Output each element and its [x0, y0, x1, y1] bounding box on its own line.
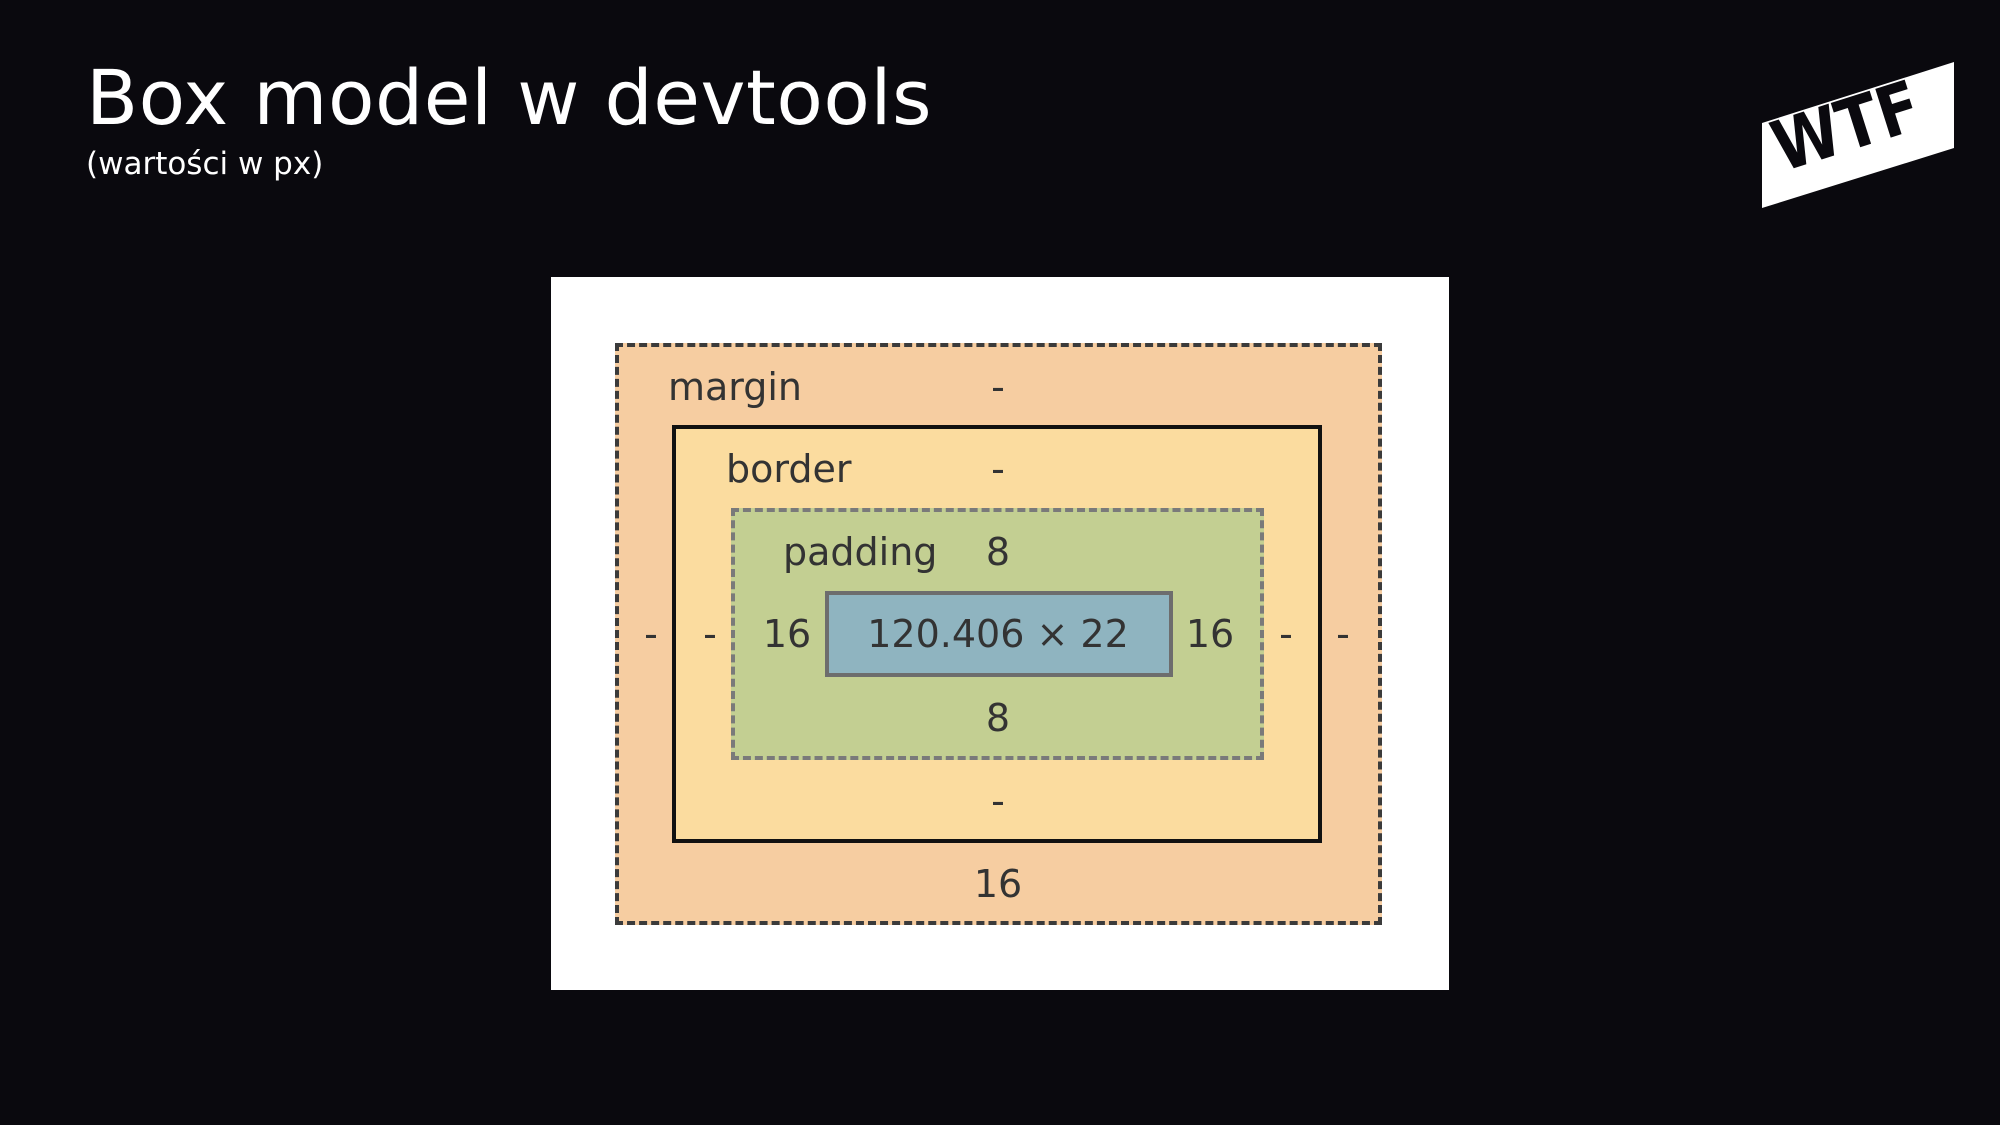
box-model-panel: margin - - - 16 border - - - - padding 8… [551, 277, 1449, 990]
padding-left-value: 16 [762, 612, 812, 656]
margin-top-value: - [991, 365, 1005, 409]
padding-right-value: 16 [1185, 612, 1235, 656]
margin-bottom-value: 16 [973, 862, 1023, 906]
border-label: border [726, 447, 852, 491]
margin-right-value: - [1336, 612, 1350, 656]
slide-title: Box model w devtools [86, 53, 933, 142]
border-right-value: - [1279, 612, 1293, 656]
padding-box [731, 508, 1264, 760]
wtf-logo: WTF [1762, 62, 1954, 208]
border-top-value: - [991, 447, 1005, 491]
margin-label: margin [668, 365, 803, 409]
margin-left-value: - [644, 612, 658, 656]
padding-top-value: 8 [985, 530, 1011, 574]
border-bottom-value: - [991, 779, 1005, 823]
padding-label: padding [783, 530, 938, 574]
content-size-value: 120.406 × 22 [867, 612, 1129, 656]
slide-subtitle: (wartości w px) [86, 146, 324, 182]
content-box [825, 591, 1173, 677]
padding-bottom-value: 8 [985, 696, 1011, 740]
border-left-value: - [703, 612, 717, 656]
